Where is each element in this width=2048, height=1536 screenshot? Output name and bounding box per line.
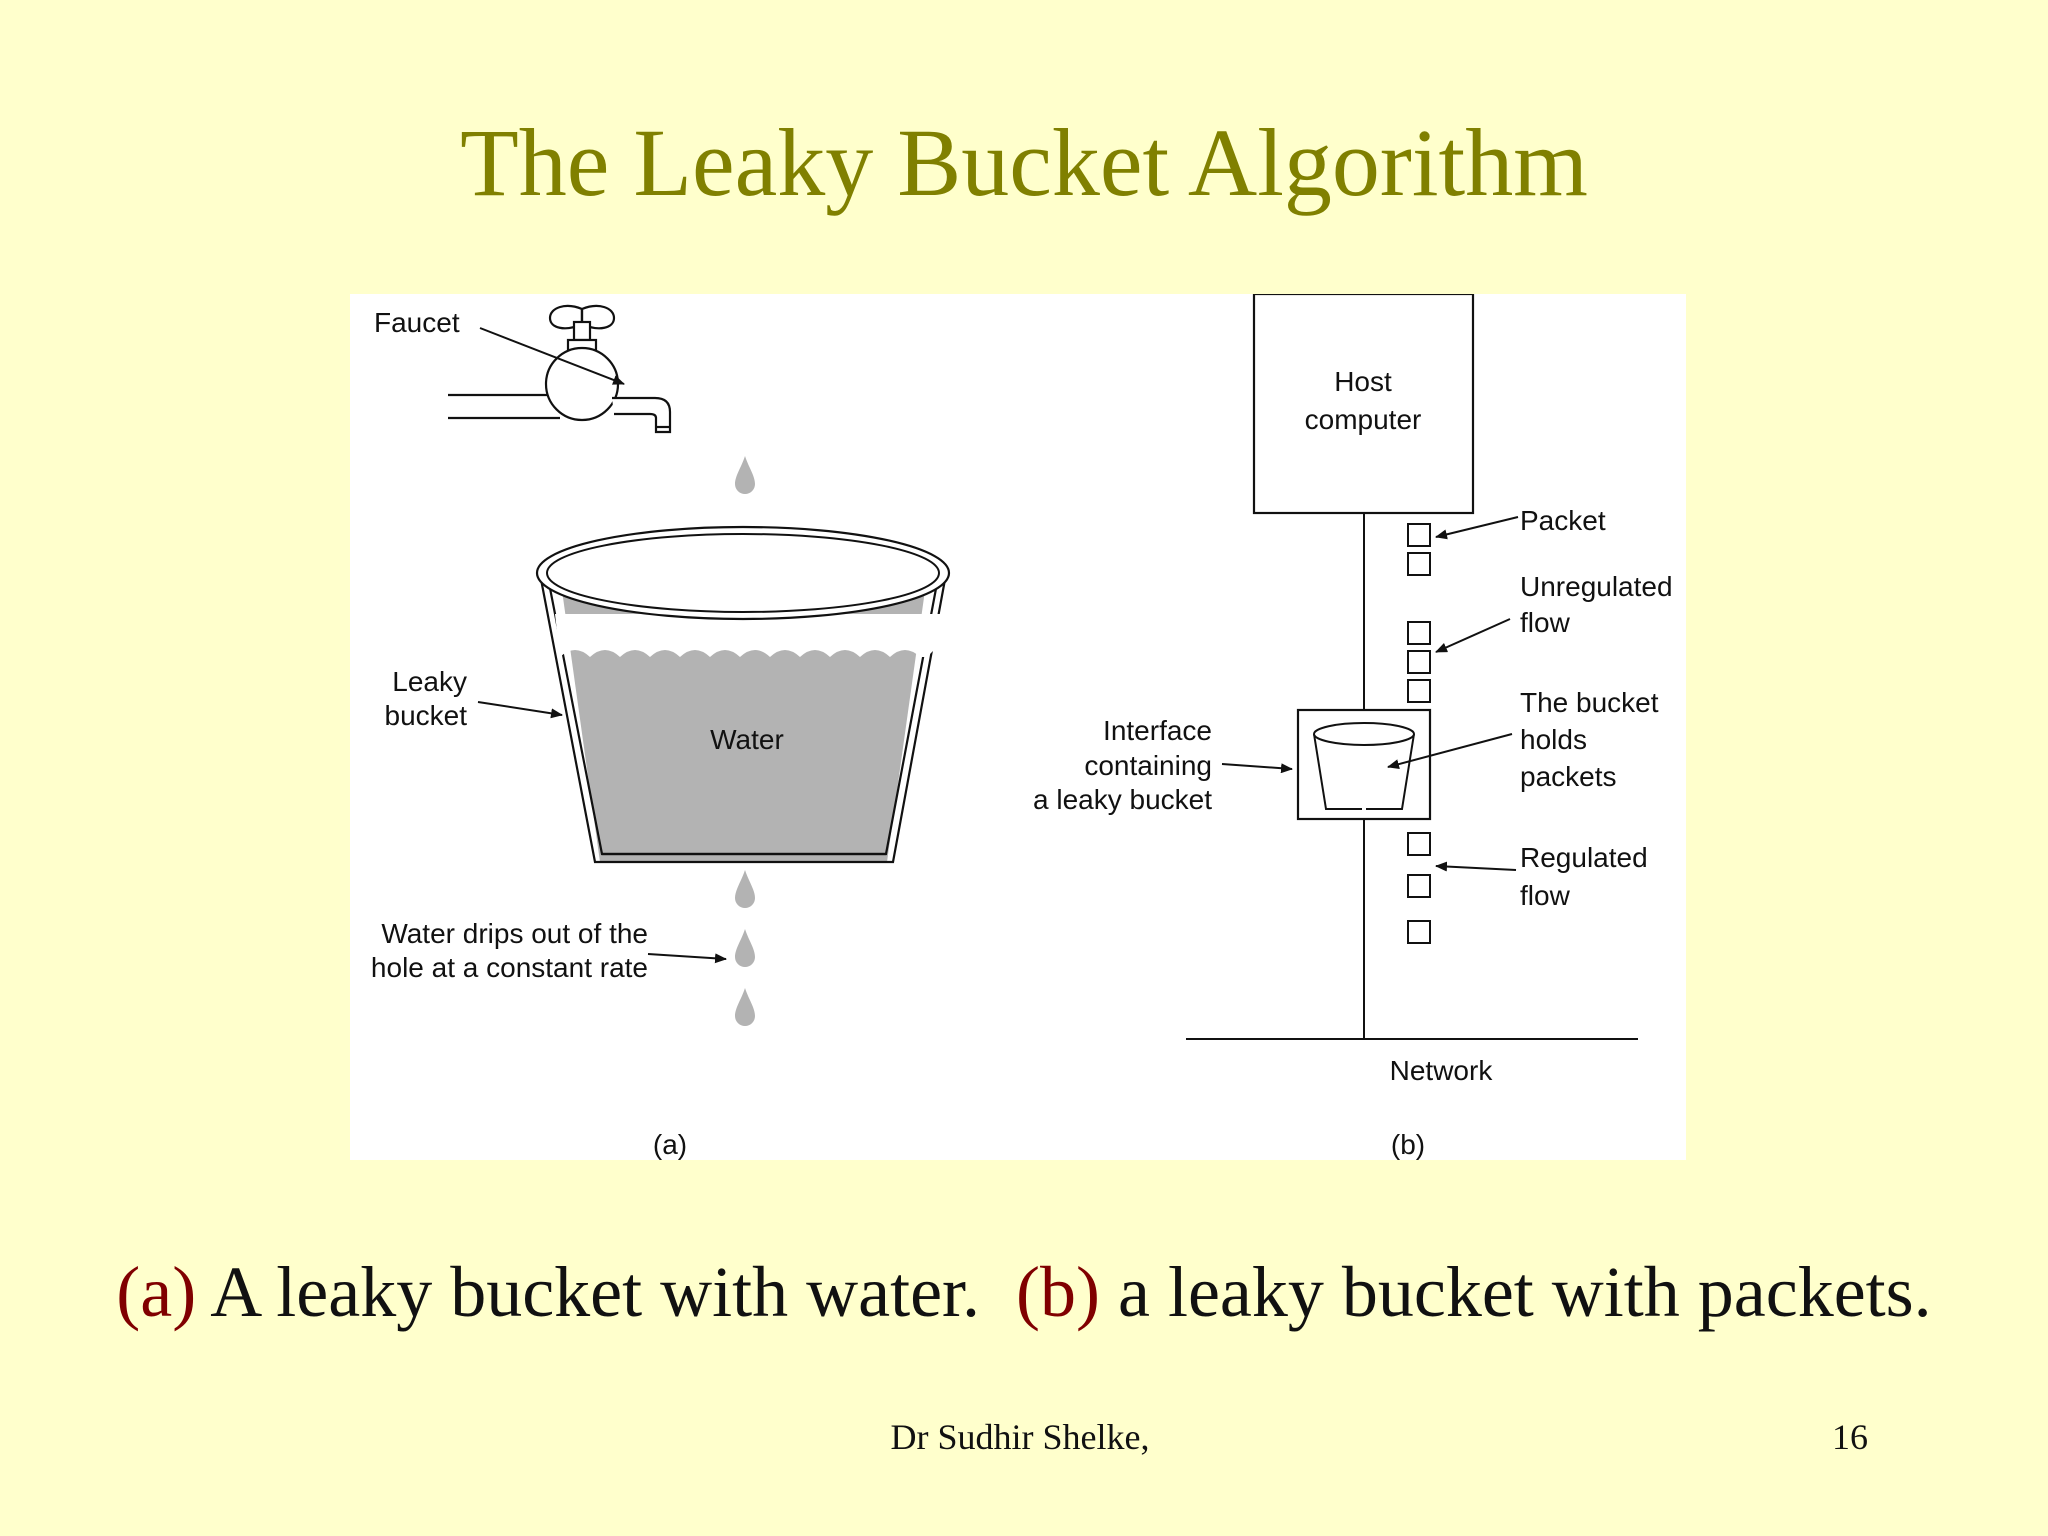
footer-author: Dr Sudhir Shelke, bbox=[890, 1417, 1150, 1457]
water-drop-icon bbox=[735, 870, 755, 908]
packet-square bbox=[1407, 621, 1431, 645]
interface-label-line2: containing bbox=[1084, 750, 1212, 781]
packet-square bbox=[1407, 920, 1431, 944]
packet-label: Packet bbox=[1520, 505, 1606, 536]
unregulated-label-line2: flow bbox=[1520, 607, 1571, 638]
faucet-arrow bbox=[479, 327, 625, 385]
interface-label-line3: a leaky bucket bbox=[1033, 784, 1212, 815]
leaky-bucket-label-line2: bucket bbox=[385, 700, 468, 731]
drips-label-line1: Water drips out of the bbox=[381, 918, 648, 949]
caption-tag-a: (a) bbox=[116, 1252, 197, 1332]
regulated-label-line1: Regulated bbox=[1520, 842, 1648, 873]
figure-caption: (a) A leaky bucket with water. (b) a lea… bbox=[0, 1250, 2048, 1334]
small-bucket-icon bbox=[1313, 722, 1415, 810]
panel-a-water-bucket: Faucet Leaky bucket Water Water drips ou… bbox=[371, 304, 951, 1160]
leaky-bucket-figure: Faucet Leaky bucket Water Water drips ou… bbox=[350, 294, 1686, 1160]
packet-square bbox=[1407, 874, 1431, 898]
packet-square bbox=[1407, 832, 1431, 856]
host-label-line1: Host bbox=[1334, 366, 1392, 397]
host-label-line2: computer bbox=[1305, 404, 1422, 435]
panel-b-packet-bucket: Host computer bbox=[1033, 294, 1673, 1160]
host-computer-box bbox=[1252, 294, 1475, 515]
faucet-label: Faucet bbox=[374, 307, 460, 338]
unregulated-flow-arrow bbox=[1435, 618, 1511, 653]
packet-square bbox=[1407, 650, 1431, 674]
leaky-bucket-arrow bbox=[477, 701, 563, 719]
drips-arrow bbox=[647, 953, 727, 964]
water-drop-icon bbox=[735, 929, 755, 967]
packet-arrow bbox=[1435, 516, 1519, 540]
bucket-holds-label-line3: packets bbox=[1520, 761, 1617, 792]
caption-tag-b: (b) bbox=[1016, 1252, 1100, 1332]
packet-square bbox=[1407, 523, 1431, 547]
bucket-holds-label-line1: The bucket bbox=[1520, 687, 1659, 718]
bucket-holds-label-line2: holds bbox=[1520, 724, 1587, 755]
caption-text-b: a leaky bucket with packets. bbox=[1099, 1252, 1932, 1332]
slide-title: The Leaky Bucket Algorithm bbox=[460, 109, 1588, 216]
drips-label-line2: hole at a constant rate bbox=[371, 952, 648, 983]
packets bbox=[1407, 523, 1431, 944]
packet-square bbox=[1407, 679, 1431, 703]
interface-arrow bbox=[1221, 763, 1293, 774]
regulated-label-line2: flow bbox=[1520, 880, 1571, 911]
leaky-bucket-label-line1: Leaky bbox=[392, 666, 467, 697]
faucet-icon bbox=[448, 304, 672, 434]
leaky-bucket-icon bbox=[535, 525, 951, 864]
bucket-holds-arrow bbox=[1387, 733, 1513, 770]
water-drop-icon bbox=[735, 988, 755, 1026]
panel-b-label: (b) bbox=[1391, 1129, 1425, 1160]
panel-a-label: (a) bbox=[653, 1129, 687, 1160]
page-number: 16 bbox=[1832, 1417, 1868, 1457]
network-label: Network bbox=[1390, 1055, 1494, 1086]
unregulated-label-line1: Unregulated bbox=[1520, 571, 1673, 602]
interface-label-line1: Interface bbox=[1103, 715, 1212, 746]
water-drop-icon bbox=[735, 456, 755, 494]
packet-square bbox=[1407, 552, 1431, 576]
water-label: Water bbox=[710, 724, 784, 755]
caption-text-a: A leaky bucket with water. bbox=[196, 1252, 1017, 1332]
regulated-flow-arrow bbox=[1435, 861, 1517, 872]
